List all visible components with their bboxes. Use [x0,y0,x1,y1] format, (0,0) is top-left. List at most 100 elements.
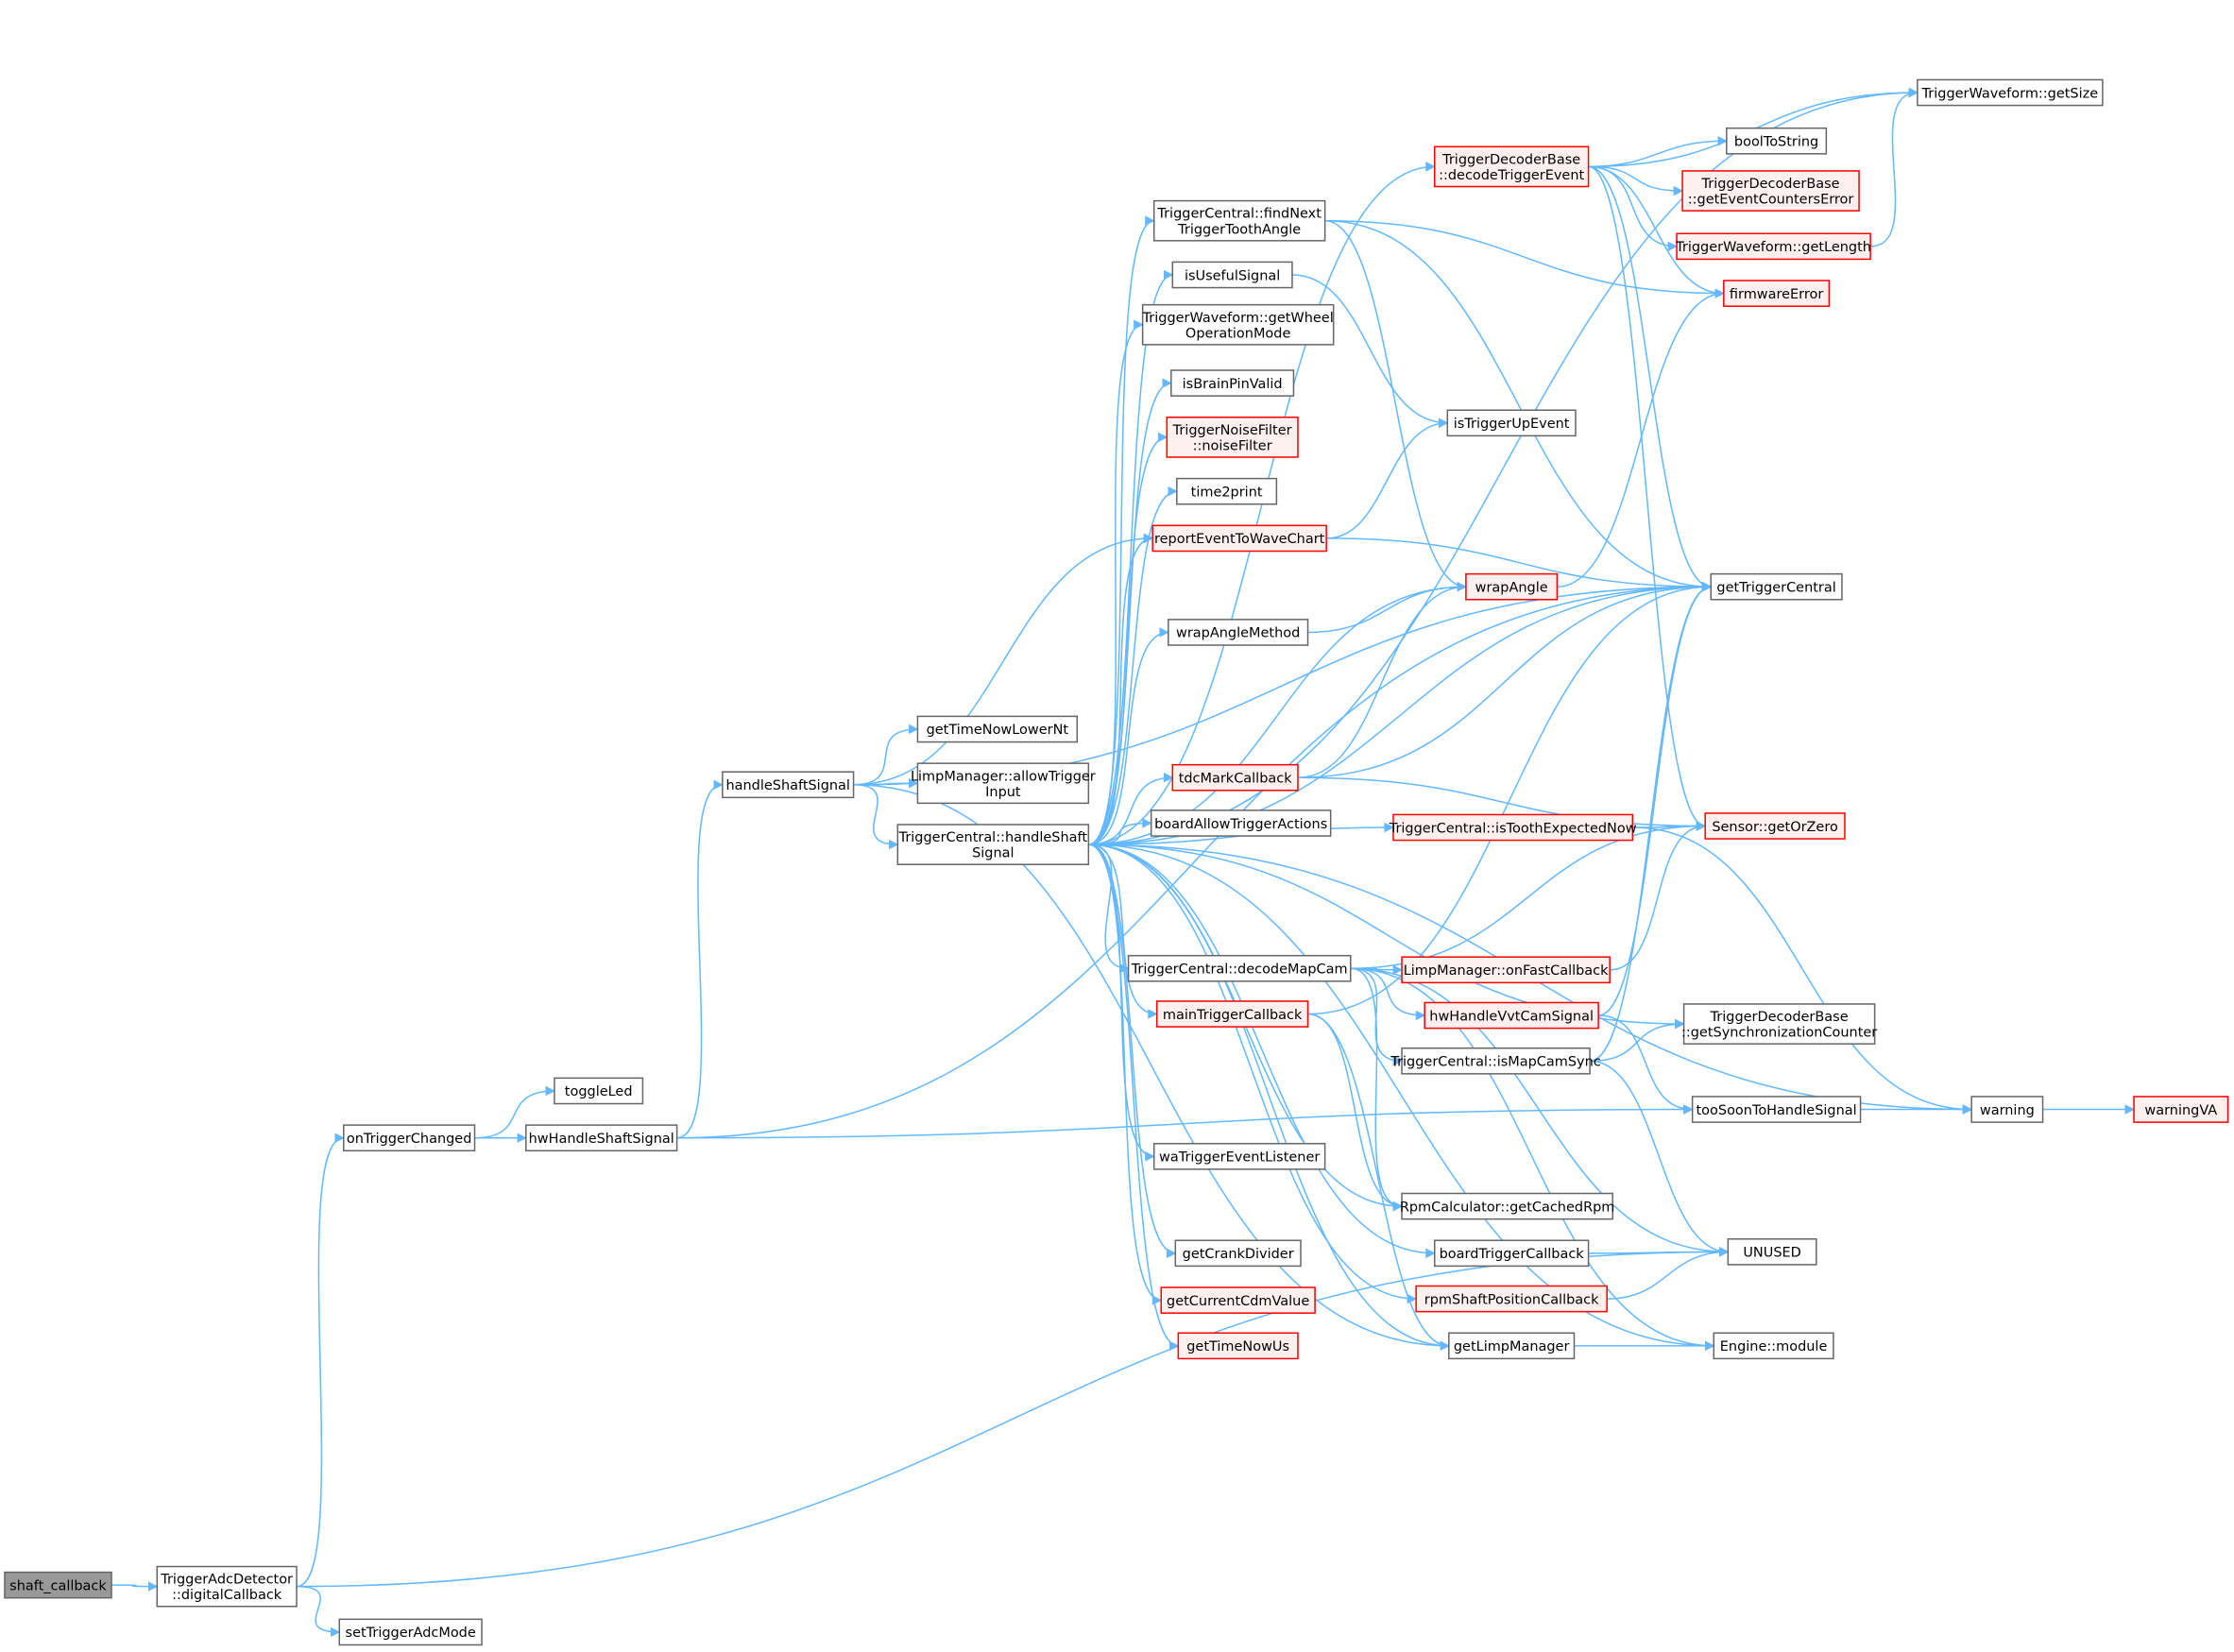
node-getLength[interactable]: TriggerWaveform::getLength [1675,232,1871,261]
edge-tcHandleShaftSignal-to-getWheelOperationMode [1088,319,1144,845]
node-setTriggerAdcMode[interactable]: setTriggerAdcMode [338,1618,483,1646]
node-tooSoonToHandleSignal[interactable]: tooSoonToHandleSignal [1691,1096,1862,1123]
node-box [1710,572,1843,601]
edge-onTriggerChanged-to-toggleLed [474,1085,555,1139]
node-wrapAngleMethod[interactable]: wrapAngleMethod [1168,619,1309,646]
node-noiseFilter[interactable]: TriggerNoiseFilter::noiseFilter [1166,417,1299,458]
node-hwHandleVvtCamSignal[interactable]: hwHandleVvtCamSignal [1424,1001,1599,1030]
node-box [1415,1285,1608,1313]
node-wrapAngle[interactable]: wrapAngle [1465,572,1559,601]
node-label: mainTriggerCallback [1163,1008,1303,1023]
edge-boardTriggerCallback-to-UNUSED [1588,1247,1730,1257]
edge-mainTriggerCallback-to-getTriggerCentral [1307,581,1713,1015]
node-firmwareError[interactable]: firmwareError [1723,280,1831,307]
node-shaft_callback[interactable]: shaft_callback [4,1571,112,1599]
node-toggleLed[interactable]: toggleLed [554,1077,644,1105]
node-box [1704,812,1846,840]
edge-tcHandleShaftSignal-to-noiseFilter [1088,432,1168,845]
node-isMapCamSync[interactable]: TriggerCentral::isMapCamSync [1390,1047,1601,1075]
edge-handleShaftSignal-to-getTriggerCentral [853,581,1713,786]
node-onFastCallback[interactable]: LimpManager::onFastCallback [1401,956,1611,984]
node-label: OperationMode [1185,326,1291,341]
edge-tcHandleShaftSignal-to-getCurrentCdmValue [1088,843,1163,1305]
node-label: TriggerCentral::isToothExpectedNow [1389,821,1637,836]
node-getLimpManager[interactable]: getLimpManager [1448,1332,1576,1360]
edge-decodeMapCam-to-getOrZero [1350,821,1707,970]
edge-tcHandleShaftSignal-to-getSynchronizationCounter [1088,843,1685,1030]
edge-digitalCallback-to-UNUSED [297,1247,1730,1588]
node-tcHandleShaftSignal[interactable]: TriggerCentral::handleShaftSignal [896,824,1090,865]
node-decodeTriggerEvent[interactable]: TriggerDecoderBase::decodeTriggerEvent [1433,145,1590,188]
node-box [1177,1332,1299,1360]
node-box [525,1124,678,1152]
node-label: TriggerCentral::decodeMapCam [1131,962,1348,978]
node-box [1150,809,1332,837]
node-getTimeNowLowerNt[interactable]: getTimeNowLowerNt [916,715,1079,743]
node-rpmShaftPositionCallback[interactable]: rpmShaftPositionCallback [1415,1285,1608,1313]
edge-tcHandleShaftSignal-to-engineModule [1088,843,1715,1352]
node-getTriggerCentral[interactable]: getTriggerCentral [1710,572,1843,601]
edge-hwHandleShaftSignal-to-handleShaftSignal [676,779,724,1139]
node-getOrZero[interactable]: Sensor::getOrZero [1704,812,1846,840]
node-box [1401,956,1611,984]
node-boardTriggerCallback[interactable]: boardTriggerCallback [1433,1239,1590,1268]
edge-decodeTriggerEvent-to-boolToString [1588,135,1728,168]
edge-isToothExpectedNow-to-warning [1632,826,1973,1115]
node-getTimeNowUs[interactable]: getTimeNowUs [1177,1332,1299,1360]
node-getCrankDivider[interactable]: getCrankDivider [1174,1239,1302,1268]
node-reportEventToWaveChart[interactable]: reportEventToWaveChart [1151,524,1327,553]
node-box [1433,1239,1590,1268]
node-onTriggerChanged[interactable]: onTriggerChanged [343,1124,476,1152]
node-isToothExpectedNow[interactable]: TriggerCentral::isToothExpectedNow [1389,813,1637,842]
node-time2print[interactable]: time2print [1176,477,1278,505]
node-findNext[interactable]: TriggerCentral::findNextTriggerToothAngl… [1152,199,1326,242]
node-engineModule[interactable]: Engine::module [1713,1332,1834,1360]
node-getSize[interactable]: TriggerWaveform::getSize [1917,78,2104,107]
node-label: UNUSED [1743,1246,1800,1261]
node-boardAllowTriggerActions[interactable]: boardAllowTriggerActions [1150,809,1332,837]
edge-tcHandleShaftSignal-to-rpmShaftPositionCallback [1088,843,1418,1304]
node-label: TriggerDecoderBase [1710,1010,1849,1025]
node-label: LimpManager::allowTrigger [911,769,1096,784]
node-decodeMapCam[interactable]: TriggerCentral::decodeMapCam [1127,954,1352,982]
node-box [554,1077,644,1105]
node-box [338,1618,483,1646]
node-label: tooSoonToHandleSignal [1697,1103,1857,1118]
node-getEventCountersError[interactable]: TriggerDecoderBase::getEventCountersErro… [1681,170,1860,212]
node-label: TriggerWaveform::getWheel [1142,311,1334,326]
node-label: getCrankDivider [1183,1247,1294,1262]
node-label: warningVA [2144,1103,2217,1118]
edge-decodeTriggerEvent-to-firmwareError [1588,165,1725,298]
node-warningVA[interactable]: warningVA [2133,1096,2229,1123]
node-isTriggerUpEvent[interactable]: isTriggerUpEvent [1446,409,1577,437]
node-mainTriggerCallback[interactable]: mainTriggerCallback [1155,1000,1309,1028]
node-label: setTriggerAdcMode [346,1626,476,1641]
node-waTriggerEventListener[interactable]: waTriggerEventListener [1152,1142,1326,1170]
node-box [1446,409,1577,437]
node-getCurrentCdmValue[interactable]: getCurrentCdmValue [1160,1286,1316,1314]
node-box [1152,1142,1326,1170]
node-getCachedRpm[interactable]: RpmCalculator::getCachedRpm [1400,1192,1615,1220]
node-box [1433,145,1590,188]
edge-decodeMapCam-to-UNUSED [1350,967,1730,1257]
node-boolToString[interactable]: boolToString [1726,127,1828,155]
edge-handleShaftSignal-to-getLimpManager [853,784,1450,1352]
node-warning[interactable]: warning [1970,1096,2044,1123]
node-box [1176,477,1278,505]
node-box [1401,1192,1613,1220]
node-isBrainPinValid[interactable]: isBrainPinValid [1170,369,1295,397]
node-label: TriggerAdcDetector [160,1573,293,1588]
node-box [1691,1096,1862,1123]
edge-rpmShaftPositionCallback-to-UNUSED [1607,1247,1730,1300]
edge-getLength-to-getSize [1870,87,1919,247]
node-handleShaftSignal[interactable]: handleShaftSignal [722,771,855,799]
node-getSynchronizationCounter[interactable]: TriggerDecoderBase::getSynchronizationCo… [1681,1003,1877,1045]
node-digitalCallback[interactable]: TriggerAdcDetector::digitalCallback [156,1565,298,1608]
node-UNUSED[interactable]: UNUSED [1727,1237,1817,1266]
node-tdcMarkCallback[interactable]: tdcMarkCallback [1171,763,1299,792]
node-isUsefulSignal[interactable]: isUsefulSignal [1171,261,1293,289]
node-hwHandleShaftSignal[interactable]: hwHandleShaftSignal [525,1124,678,1152]
